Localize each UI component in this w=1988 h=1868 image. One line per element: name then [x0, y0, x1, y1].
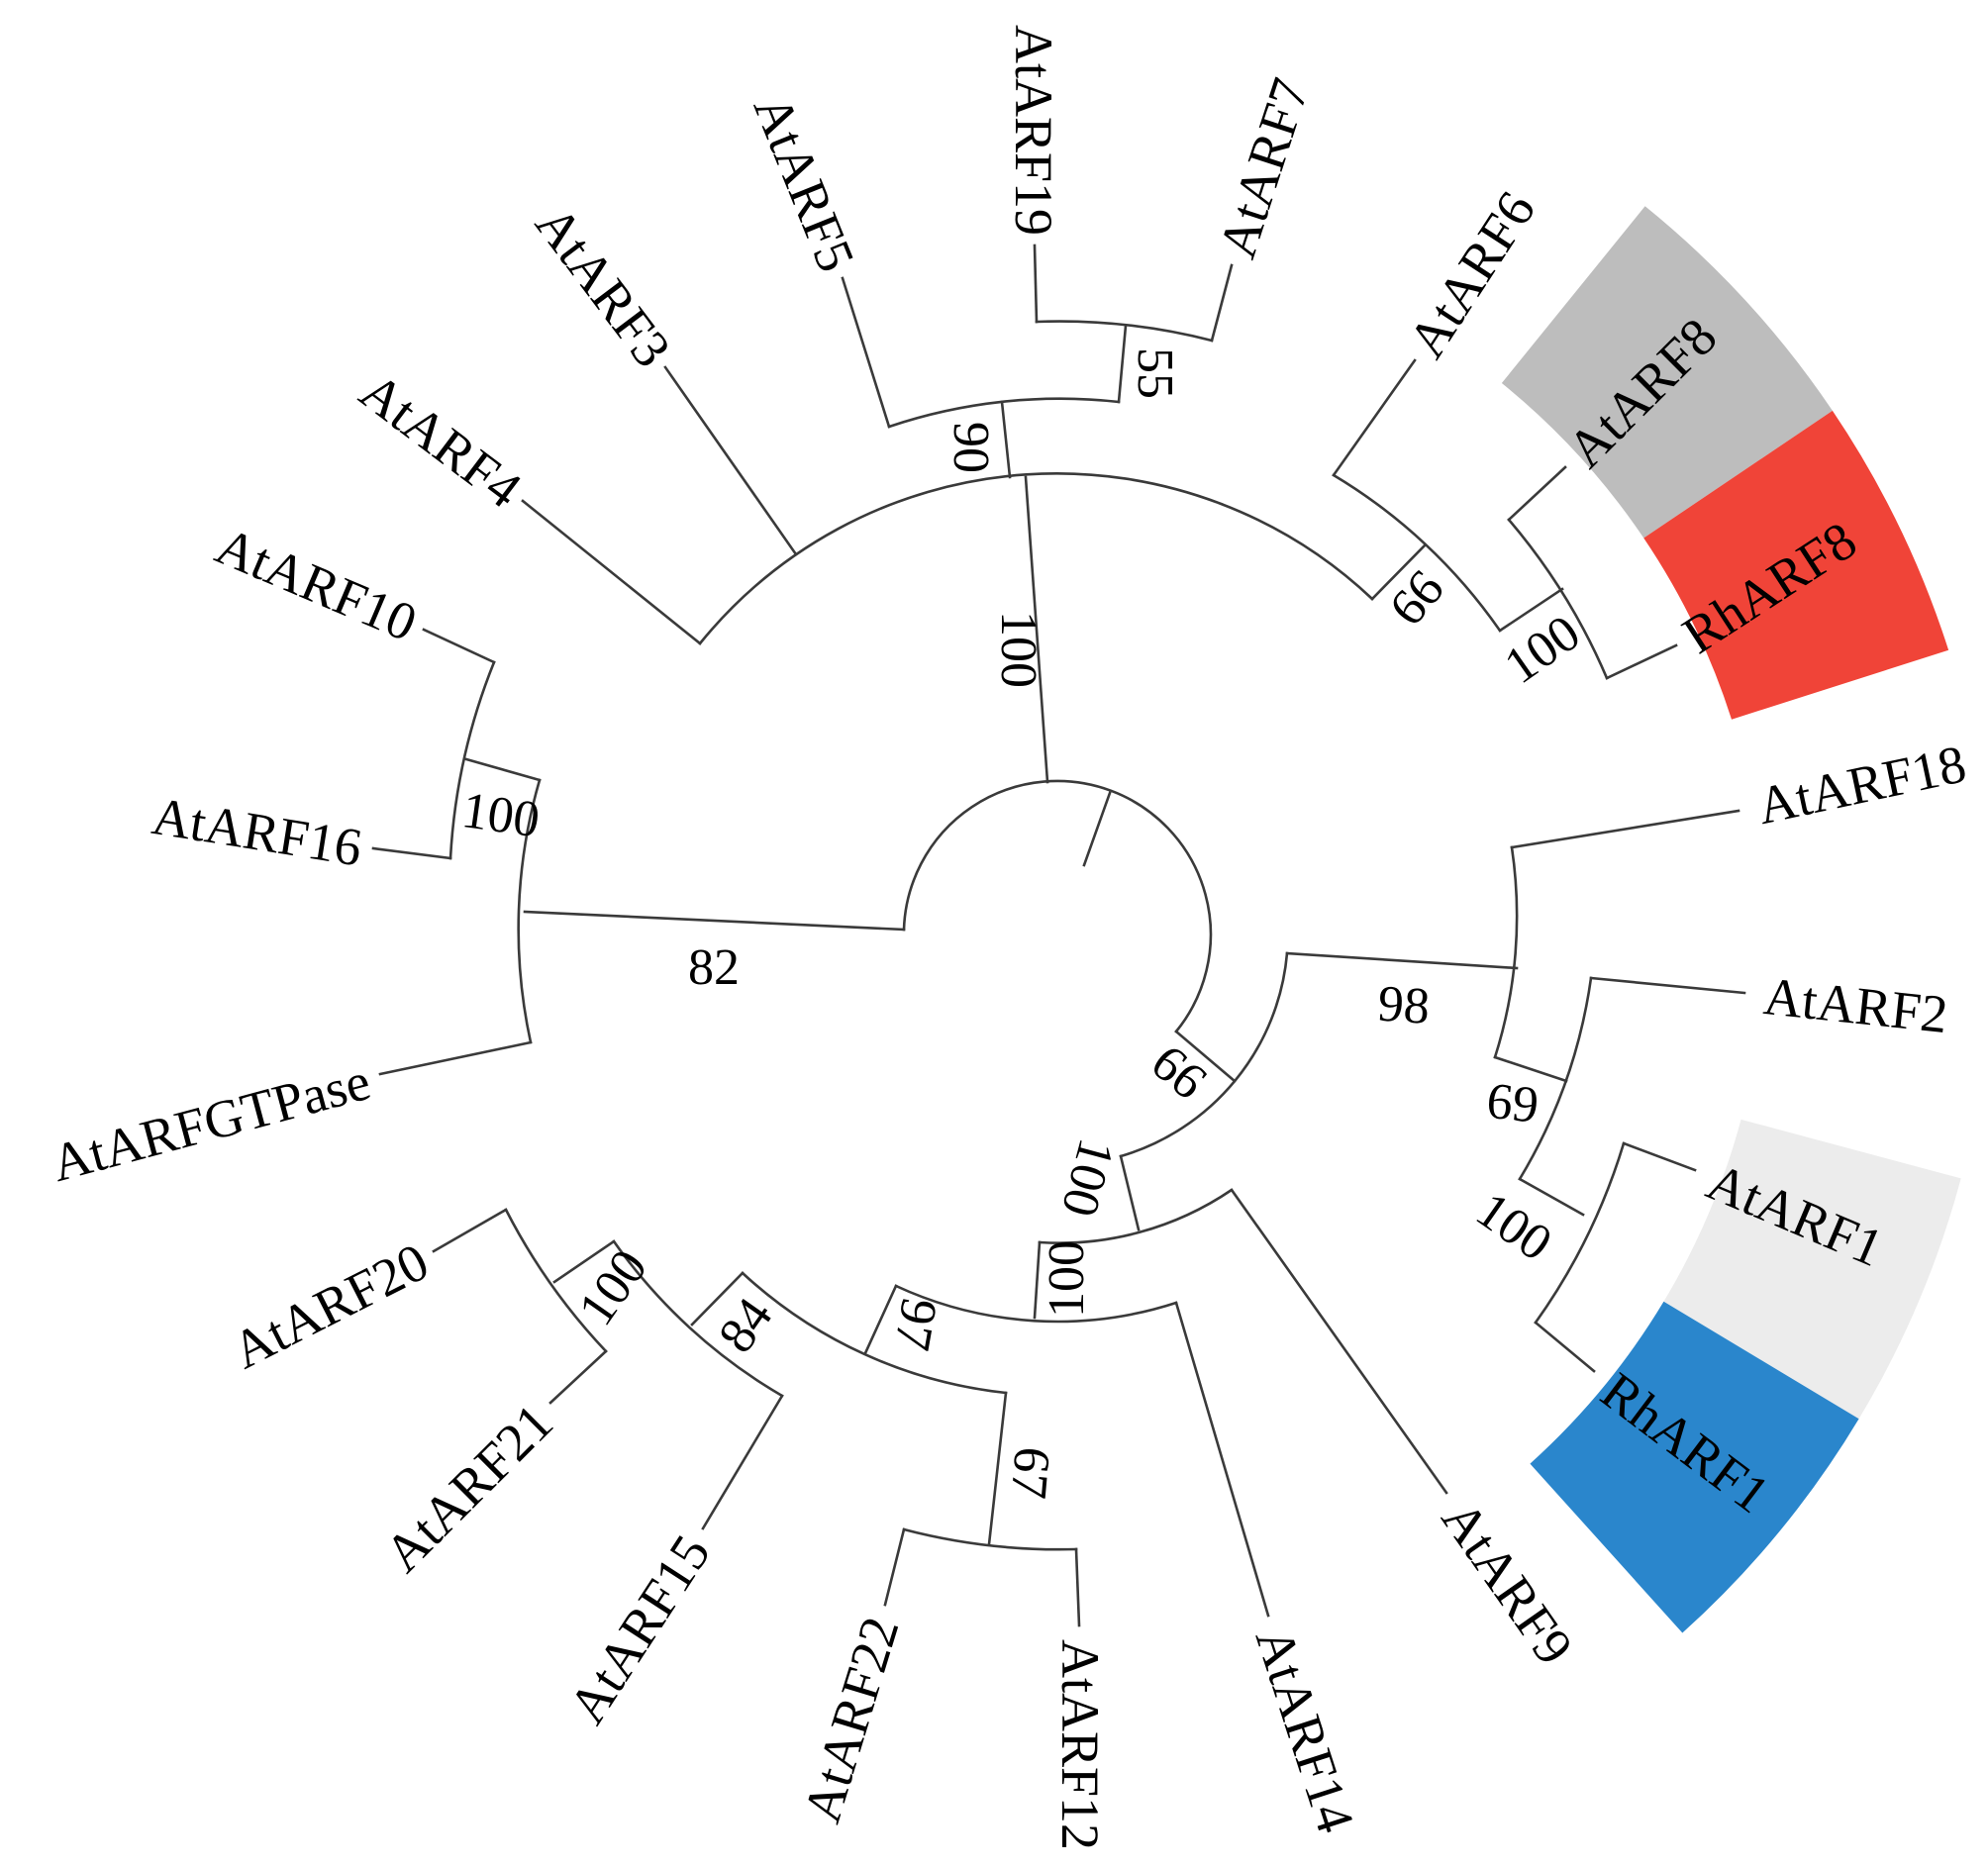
leaf-label-atarf19: AtARF19 [1004, 25, 1063, 236]
branch-67-arc [902, 1527, 1078, 1551]
branch-arf1-stem [1518, 1177, 1585, 1217]
leaf-branch-atarf22 [883, 1527, 906, 1607]
bootstrap-arf14-group: 100 [1039, 1240, 1095, 1318]
leaf-branch-atarf18 [1510, 809, 1740, 849]
branch-82 [523, 910, 906, 932]
leaf-label-atarf3: AtARF3 [524, 195, 682, 378]
leaf-branch-atarf1 [1622, 1141, 1697, 1172]
leaf-label-atarf12: AtARF12 [1050, 1639, 1110, 1850]
branch-arf10-16-arc [448, 660, 496, 860]
branch-lower-arc [1038, 1188, 1234, 1244]
leaf-branch-rharf8 [1605, 643, 1678, 680]
branch-84-arc [612, 1239, 784, 1398]
leaf-branch-atarf19 [1033, 244, 1039, 324]
branch-69-arc [1518, 976, 1593, 1181]
leaf-branch-atarf2 [1589, 976, 1746, 995]
leaf-branch-atarf7 [1210, 263, 1234, 343]
branch-55-stem [1117, 324, 1128, 404]
branch-right-stem [1174, 1030, 1237, 1083]
leaf-label-atarf4: AtARF4 [349, 361, 533, 520]
bootstrap-lower-clade: 100 [1050, 1133, 1125, 1223]
leaf-label-atarf6: AtARF6 [1397, 181, 1547, 368]
bootstrap-arf2-group: 69 [1484, 1073, 1541, 1134]
branch-arf10-16-stem [464, 757, 542, 782]
leaf-branch-atarf21 [548, 1349, 608, 1405]
branches [371, 244, 1746, 1627]
leaf-branch-atarfgtpase [378, 1040, 533, 1076]
branch-arf14-stem [1033, 1240, 1042, 1320]
branch-55-arc [1035, 320, 1214, 343]
leaf-label-atarf7: AtARF7 [1207, 71, 1321, 264]
leaf-label-atarf22: AtARF22 [792, 1610, 911, 1828]
branch-97-arc [741, 1271, 1008, 1395]
highlight-sector-rharf1 [1530, 1301, 1859, 1633]
leaf-label-atarf14: AtARF14 [1244, 1621, 1366, 1839]
bootstrap-arf6-group: 99 [1378, 560, 1454, 636]
highlight-sector-rharf8 [1643, 410, 1949, 720]
leaf-label-atarf15: AtARF15 [557, 1524, 722, 1733]
root-arc [902, 779, 1213, 1033]
leaf-branch-atarf14 [1174, 1301, 1270, 1618]
leaf-label-atarf5: AtARF5 [743, 87, 866, 280]
bootstrap-left-clade: 82 [688, 939, 740, 996]
highlight-sectors [1501, 206, 1961, 1633]
leaf-branch-atarf5 [841, 276, 891, 429]
branch-84-stem [690, 1271, 745, 1327]
branch-lower-stem [1119, 1154, 1141, 1231]
leaf-label-atarf10: AtARF10 [208, 516, 426, 652]
bootstrap-arf5-group: 90 [943, 422, 999, 473]
leaf-branch-atarf8 [1507, 465, 1567, 522]
bootstrap-arf8-pair: 100 [1495, 605, 1591, 695]
leaf-label-atarf18: AtARF18 [1752, 734, 1971, 836]
branch-arf14-arc [894, 1284, 1178, 1324]
bootstrap-arf22-12: 67 [1000, 1444, 1060, 1501]
branch-98-arc [1493, 845, 1519, 1059]
bootstrap-right-clade: 99 [1142, 1033, 1217, 1110]
branch-99-stem [1370, 543, 1427, 601]
branch-98 [1285, 951, 1519, 970]
branch-97-stem [863, 1284, 898, 1355]
leaf-branch-rharf1 [1534, 1321, 1596, 1373]
bootstrap-upper-clade: 100 [990, 611, 1046, 688]
leaf-label-atarf20: AtARF20 [223, 1231, 438, 1380]
bootstrap-arf20-21: 100 [568, 1240, 658, 1336]
branch-left-arc [517, 778, 542, 1044]
branch-arf1-arc [1534, 1141, 1626, 1325]
leaf-label-atarfgtpase: AtARFGTPase [46, 1051, 376, 1193]
leaf-branch-atarf3 [663, 365, 798, 556]
bootstrap-arf18-group: 98 [1376, 975, 1432, 1034]
highlight-sector-atarf1 [1663, 1119, 1961, 1420]
branch-69-stem [1493, 1055, 1568, 1083]
branch-upper-stem [1024, 475, 1049, 784]
branch-90-arc [887, 397, 1121, 429]
branch-arf8-arc [1507, 518, 1609, 680]
bootstrap-labels: 100 90 55 99 100 82 100 99 98 69 100 100… [458, 347, 1590, 1501]
bootstrap-arf10-16: 100 [458, 782, 543, 848]
branch-arf20-21-arc [504, 1208, 608, 1353]
leaf-label-atarf9: AtARF9 [1431, 1490, 1585, 1675]
leaf-branch-atarf16 [371, 846, 452, 860]
bootstrap-97-group: 97 [883, 1294, 947, 1354]
branch-67-stem [987, 1391, 1008, 1546]
leaf-branch-atarf9 [1230, 1188, 1448, 1495]
branch-upper-arc [698, 472, 1374, 645]
leaf-branch-atarf6 [1332, 358, 1417, 477]
leaf-label-atarf16: AtARF16 [149, 786, 366, 878]
leaf-branch-atarf4 [521, 499, 702, 645]
leaf-branch-atarf10 [422, 628, 496, 664]
branch-90-stem [1000, 400, 1012, 479]
leaf-branch-atarf20 [432, 1208, 508, 1253]
branch-arf20-21-stem [552, 1239, 616, 1284]
leaf-label-atarf21: AtARF21 [373, 1392, 564, 1583]
root-tick [1082, 791, 1112, 867]
branch-99-arc [1332, 473, 1502, 633]
leaf-branch-atarf12 [1074, 1547, 1081, 1627]
leaf-label-atarf2: AtARF2 [1761, 966, 1950, 1044]
bootstrap-arf19-7: 55 [1127, 347, 1183, 399]
highlight-sector-atarf8 [1501, 206, 1833, 539]
leaf-branch-atarf15 [701, 1394, 784, 1530]
branch-right-arc [1119, 951, 1289, 1158]
branch-arf8-stem [1498, 587, 1564, 633]
